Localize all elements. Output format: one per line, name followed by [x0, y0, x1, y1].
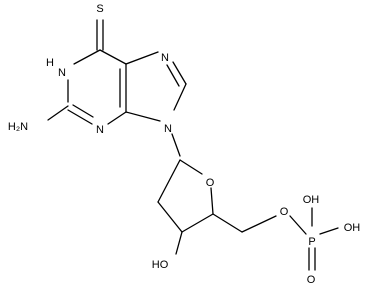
- bond-c5-n7: [125, 51, 159, 65]
- ring-oxygen-label: O: [206, 177, 215, 189]
- bond-c3p-c2p: [157, 201, 183, 233]
- bond-o4p-c4p: [210, 187, 214, 215]
- bond-n3-c4: [107, 111, 127, 125]
- bond-n9-c1p: [171, 133, 181, 157]
- hydroxyl-3p-label: HO: [152, 259, 169, 271]
- bond-n7-c8-2: [166, 64, 180, 87]
- bond-c5p-o5p: [241, 215, 277, 233]
- bond-c4p-c3p: [181, 213, 214, 233]
- bond-n7-c8: [172, 61, 187, 85]
- bond-c2p-c1p: [157, 159, 181, 203]
- nitrogen-n3-label: N: [96, 124, 104, 136]
- bonds: [47, 19, 339, 271]
- bond-c8-n9: [173, 83, 187, 111]
- bond-n9-c4: [125, 111, 161, 122]
- sulfur-label: S: [96, 3, 103, 15]
- bond-c2-n3: [67, 109, 93, 125]
- double-bond-oxygen-label: O: [307, 274, 316, 286]
- bond-o5p-p: [289, 215, 307, 235]
- bond-c6-n1: [73, 49, 101, 65]
- bond-p-oh-right: [319, 227, 339, 235]
- bond-c3p-oh: [175, 231, 183, 255]
- nitrogen-n9-label: N: [164, 123, 172, 135]
- bond-c2-n3-2: [72, 104, 94, 118]
- nitrogen-n1-label: N: [58, 67, 66, 79]
- amine-label: H₂N: [8, 121, 28, 133]
- phosphorus-label: P: [308, 236, 315, 248]
- bond-c1p-o4p: [179, 159, 203, 175]
- bond-c6-c5: [99, 49, 127, 65]
- atom-labels: S H N N N N H₂N O O P OH OH O HO: [8, 3, 360, 286]
- bond-c4p-c5p: [212, 213, 243, 233]
- hydrogen-n1-label: H: [46, 57, 54, 69]
- ester-oxygen-label: O: [280, 206, 289, 218]
- nitrogen-n7-label: N: [161, 52, 169, 64]
- bond-c2-nh2: [47, 105, 69, 121]
- hydroxyl-right-label: OH: [344, 222, 361, 234]
- hydroxyl-top-label: OH: [303, 194, 320, 206]
